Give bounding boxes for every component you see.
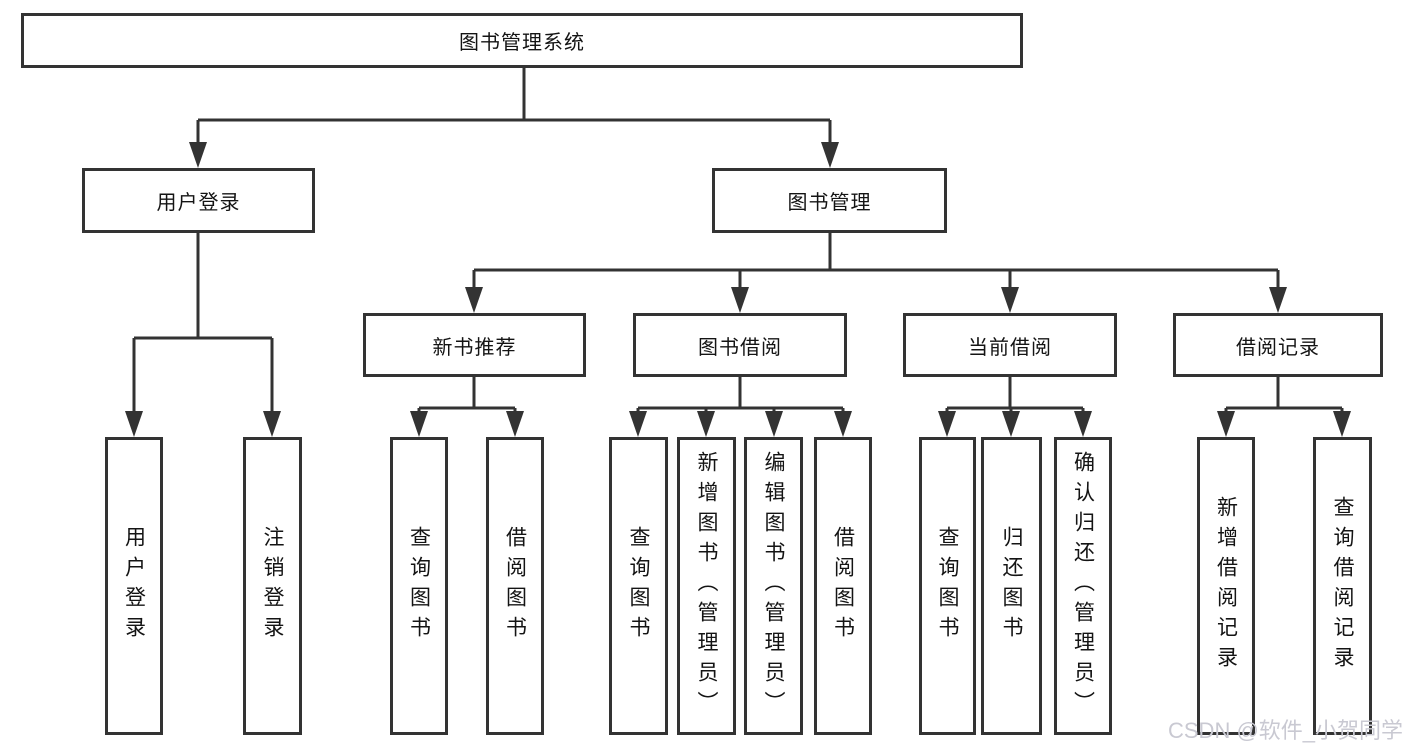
arrow-down-icon (731, 287, 749, 313)
leaf-user-login: 用户登录 (105, 437, 163, 735)
node-library-system-label: 图书管理系统 (459, 32, 585, 54)
arrow-down-icon (834, 411, 852, 437)
node-new-book-recommend: 新书推荐 (363, 313, 586, 377)
leaf-query-books-recommend: 查询图书 (390, 437, 448, 735)
leaf-logout-label: 注销登录 (261, 526, 284, 646)
leaf-query-borrow-record-label: 查询借阅记录 (1331, 496, 1354, 676)
leaf-add-borrow-record-label: 新增借阅记录 (1214, 496, 1238, 676)
node-book-management-label: 图书管理 (787, 192, 872, 214)
arrow-down-icon (465, 287, 483, 313)
leaf-edit-book-admin: 编辑图书（管理员） (744, 437, 803, 735)
leaf-add-book-admin-label: 新增图书（管理员） (695, 451, 718, 721)
arrow-down-icon (697, 411, 715, 437)
node-borrow-records-label: 借阅记录 (1236, 336, 1320, 359)
arrow-down-icon (1269, 287, 1287, 313)
arrow-down-icon (1002, 411, 1020, 437)
leaf-borrow-books: 借阅图书 (814, 437, 872, 735)
arrow-down-icon (1217, 411, 1235, 437)
leaf-confirm-return-admin-label: 确认归还（管理员） (1071, 451, 1095, 721)
leaf-borrow-books-recommend: 借阅图书 (486, 437, 544, 735)
leaf-confirm-return-admin: 确认归还（管理员） (1054, 437, 1112, 735)
node-user-login-label: 用户登录 (156, 192, 241, 214)
arrow-down-icon (189, 142, 207, 168)
arrow-down-icon (765, 411, 783, 437)
arrow-down-icon (1001, 287, 1019, 313)
leaf-add-book-admin: 新增图书（管理员） (677, 437, 736, 735)
leaf-borrow-books-label: 借阅图书 (831, 526, 855, 646)
leaf-edit-book-admin-label: 编辑图书（管理员） (762, 451, 785, 721)
leaf-return-book-label: 归还图书 (1000, 526, 1023, 646)
arrow-down-icon (629, 411, 647, 437)
leaf-query-borrow-record: 查询借阅记录 (1313, 437, 1372, 735)
node-user-login: 用户登录 (82, 168, 315, 233)
csdn-watermark: CSDN @软件_小贺同学 (1168, 718, 1404, 743)
leaf-query-books-borrowing: 查询图书 (609, 437, 668, 735)
arrow-down-icon (821, 142, 839, 168)
leaf-logout: 注销登录 (243, 437, 302, 735)
leaf-user-login-label: 用户登录 (122, 526, 146, 646)
leaf-borrow-books-recommend-label: 借阅图书 (503, 526, 527, 646)
node-library-system: 图书管理系统 (21, 13, 1023, 68)
node-book-borrowing: 图书借阅 (633, 313, 847, 377)
arrow-down-icon (1074, 411, 1092, 437)
connector-edges (132, 68, 1344, 415)
node-book-borrowing-label: 图书借阅 (698, 336, 782, 359)
leaf-query-books-current: 查询图书 (919, 437, 976, 735)
arrow-down-icon (263, 411, 281, 437)
leaf-query-books-current-label: 查询图书 (936, 526, 959, 646)
node-current-borrowing: 当前借阅 (903, 313, 1117, 377)
arrow-down-icons (125, 142, 1351, 437)
arrow-down-icon (506, 411, 524, 437)
arrow-down-icon (410, 411, 428, 437)
leaf-add-borrow-record: 新增借阅记录 (1197, 437, 1255, 735)
leaf-query-books-recommend-label: 查询图书 (407, 526, 431, 646)
node-borrow-records: 借阅记录 (1173, 313, 1383, 377)
leaf-query-books-borrowing-label: 查询图书 (627, 526, 650, 646)
node-book-management: 图书管理 (712, 168, 947, 233)
node-current-borrowing-label: 当前借阅 (968, 336, 1052, 359)
arrow-down-icon (1333, 411, 1351, 437)
arrow-down-icon (938, 411, 956, 437)
node-new-book-recommend-label: 新书推荐 (432, 336, 517, 359)
arrow-down-icon (125, 411, 143, 437)
leaf-return-book: 归还图书 (981, 437, 1042, 735)
